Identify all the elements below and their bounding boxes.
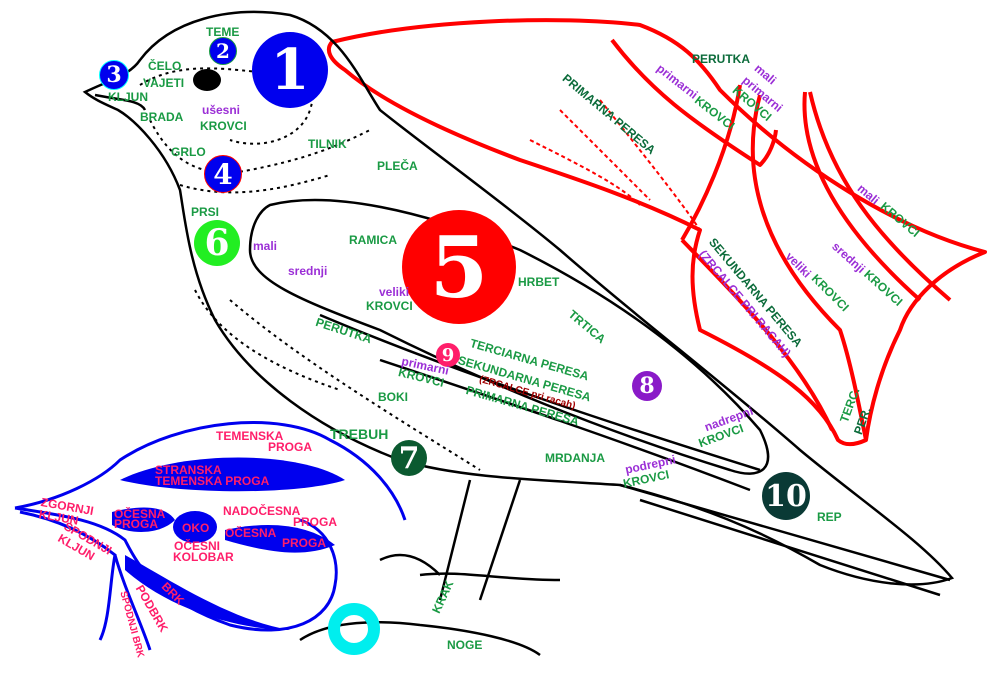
marker-4: 4 xyxy=(204,155,242,193)
label-usesni: ušesni xyxy=(202,103,241,117)
label-nadocesna: NADOČESNA xyxy=(223,504,301,518)
label-mali: mali xyxy=(253,239,278,253)
marker-2: 2 xyxy=(209,37,237,65)
label-teme: TEME xyxy=(206,25,240,39)
label-brada: BRADA xyxy=(140,110,184,124)
feather-tract-dotted-lines xyxy=(139,67,481,471)
label-boki: BOKI xyxy=(378,390,408,404)
label-noge: NOGE xyxy=(447,638,483,652)
marker-1: 1 xyxy=(252,32,328,108)
head-detail-stripes xyxy=(112,457,345,630)
marker-3: 3 xyxy=(99,60,129,90)
label-celo: ČELO xyxy=(148,59,182,73)
label-pleca: PLEČA xyxy=(377,159,418,173)
marker-10: 10 xyxy=(762,472,810,520)
label-stranska: STRANSKA xyxy=(155,463,222,477)
label-veliki: veliki xyxy=(379,285,410,299)
marker-8: 8 xyxy=(632,371,662,401)
label-tilnik: TILNIK xyxy=(308,137,347,151)
label-krovci: KROVCI xyxy=(366,299,413,313)
label-oko: OKO xyxy=(182,521,210,535)
label-grlo: GRLO xyxy=(171,145,206,159)
marker-11-ring xyxy=(328,603,380,655)
label-usesni-krovci: KROVCI xyxy=(200,119,247,133)
label-ramica: RAMICA xyxy=(349,233,397,247)
marker-5: 5 xyxy=(402,210,516,324)
label-ocesna: OČESNA xyxy=(114,507,166,521)
label-hrbet: HRBET xyxy=(518,275,560,289)
label-kljun: KLJUN xyxy=(108,90,149,104)
label-rep: REP xyxy=(817,510,842,524)
label-kolobar: KOLOBAR xyxy=(173,550,234,564)
raised-wing-outline xyxy=(326,18,987,447)
label-proga-3: PROGA xyxy=(293,515,338,529)
label-vajeti: VAJETI xyxy=(143,76,185,90)
label-mrdanja: MRDANJA xyxy=(545,451,605,465)
label-temenska: TEMENSKA xyxy=(216,429,284,443)
label-proga-1: PROGA xyxy=(268,440,313,454)
marker-7: 7 xyxy=(391,440,427,476)
label-temenska-proga: TEMENSKA PROGA xyxy=(155,474,270,488)
label-wing-perutka: PERUTKA xyxy=(692,52,751,66)
label-proga-2: PROGA xyxy=(114,517,159,531)
marker-9: 9 xyxy=(436,343,460,367)
label-ocesna-2: OČESNA xyxy=(225,526,277,540)
label-srednji: srednji xyxy=(288,264,328,278)
marker-6: 6 xyxy=(194,220,240,266)
label-prsi: PRSI xyxy=(191,205,220,219)
label-trebuh: TREBUH xyxy=(330,426,389,442)
bird-eye xyxy=(193,69,221,91)
head-detail-outline xyxy=(14,421,407,651)
label-ocesni: OČESNI xyxy=(174,539,221,553)
label-proga-4: PROGA xyxy=(282,536,327,550)
